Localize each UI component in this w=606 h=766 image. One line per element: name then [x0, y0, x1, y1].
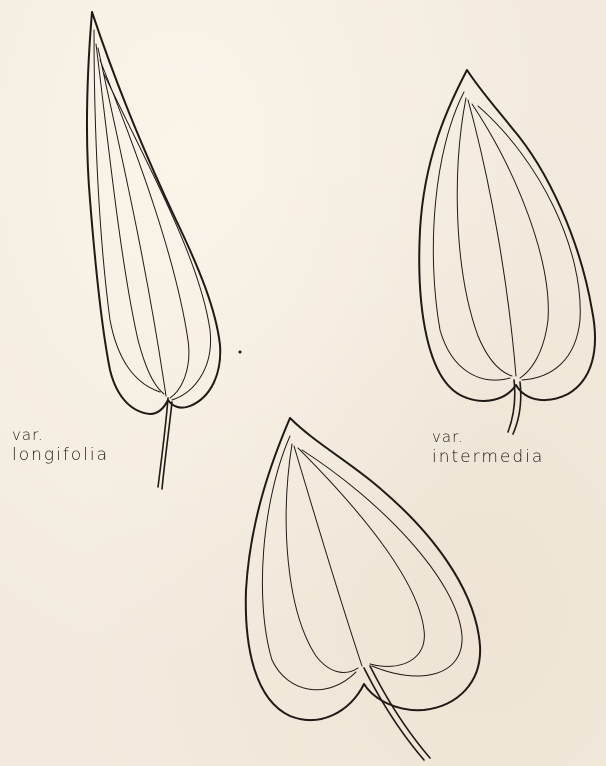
leaf-intermedia-outline — [419, 70, 595, 401]
leaf-intermedia-vein-mid — [468, 100, 516, 376]
label-intermedia-name: intermedia — [432, 449, 544, 466]
leaf-longifolia-vein-inner-left — [96, 44, 164, 394]
label-intermedia-var: var. — [432, 430, 544, 445]
leaf-longifolia — [87, 12, 220, 489]
leaf-longifolia-outline — [87, 12, 220, 414]
ink-speck — [239, 351, 242, 354]
leaf-intermedia — [419, 70, 595, 434]
leaf-intermedia-vein-inner-left — [457, 98, 512, 376]
leaf-bottom-vein-outer-left — [262, 436, 356, 690]
leaf-bottom-vein-outer-right — [302, 450, 462, 676]
leaf-longifolia-vein-mid — [98, 48, 166, 396]
leaf-intermedia-vein-outer-left — [433, 92, 510, 380]
label-longifolia: var. longifolia — [12, 428, 109, 464]
leaf-bottom — [246, 418, 480, 760]
label-longifolia-name: longifolia — [12, 447, 109, 464]
label-intermedia: var. intermedia — [432, 430, 544, 466]
leaf-bottom-vein-inner-left — [286, 444, 358, 672]
label-longifolia-var: var. — [12, 428, 109, 443]
leaf-bottom-vein-inner-right — [298, 448, 424, 666]
leaf-bottom-petiole — [364, 666, 430, 760]
leaf-longifolia-vein-inner-right — [100, 60, 189, 398]
leaf-intermedia-vein-inner-right — [472, 104, 548, 378]
leaf-intermedia-vein-outer-right — [478, 106, 580, 380]
